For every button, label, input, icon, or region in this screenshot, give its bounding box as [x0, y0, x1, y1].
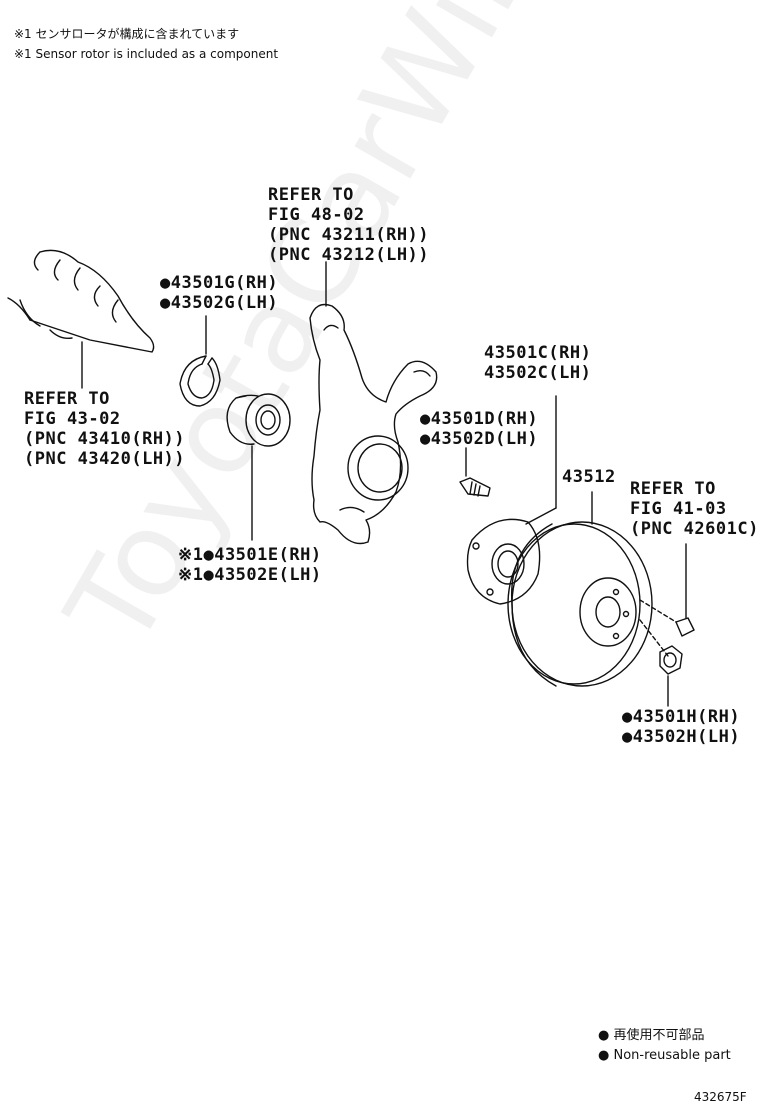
legend-jp-label: 再使用不可部品 [613, 1028, 705, 1043]
callout-line: (PNC 43212(LH)) [268, 245, 430, 265]
callout-line: FIG 48-02 [268, 205, 365, 225]
part-number: ●43501H(RH) [622, 707, 741, 727]
part-number: ●43502D(LH) [420, 429, 539, 449]
part-number: ※1●43502E(LH) [178, 565, 322, 585]
callout-line: REFER TO [630, 479, 716, 499]
legend-jp: ● 再使用不可部品 [598, 1026, 705, 1045]
legend-en: ● Non-reusable part [598, 1046, 731, 1065]
figure-id: 432675F [694, 1090, 747, 1104]
part-number: ●43501D(RH) [420, 409, 539, 429]
bearing-drawing [226, 393, 291, 541]
legend-en-label: Non-reusable part [613, 1048, 731, 1063]
callout-line: FIG 43-02 [24, 409, 121, 429]
part-number: 43501C(RH) [484, 343, 592, 363]
part-number: ●43501G(RH) [160, 273, 279, 293]
callout-line: (PNC 43410(RH)) [24, 429, 186, 449]
callout-line: (PNC 43211(RH)) [268, 225, 430, 245]
filled-circle-icon: ● [598, 1048, 610, 1063]
callout-line: REFER TO [24, 389, 110, 409]
disc-rotor-drawing [507, 491, 677, 687]
hub-flange-drawing [466, 395, 557, 605]
callout-line: FIG 41-03 [630, 499, 727, 519]
wheel-stud-drawing [675, 543, 695, 637]
callout-line: REFER TO [268, 185, 354, 205]
part-number: ●43502H(LH) [622, 727, 741, 747]
note-en: ※1 Sensor rotor is included as a compone… [14, 47, 279, 61]
drive-shaft-drawing [7, 249, 155, 389]
callout-line: (PNC 43420(LH)) [24, 449, 186, 469]
knuckle-drawing [309, 261, 438, 545]
snap-ring-drawing [179, 315, 221, 407]
part-number: ※1●43501E(RH) [178, 545, 322, 565]
part-number: ●43502G(LH) [160, 293, 279, 313]
callout-line: (PNC 42601C) [630, 519, 759, 539]
disc-part-number: 43512 [562, 467, 616, 487]
part-number: 43502C(LH) [484, 363, 592, 383]
note-jp: ※1 センサロータが構成に含まれています [14, 27, 240, 41]
nut-drawing [659, 645, 683, 707]
filled-circle-icon: ● [598, 1028, 610, 1043]
hub-bolt-drawing [459, 447, 491, 497]
